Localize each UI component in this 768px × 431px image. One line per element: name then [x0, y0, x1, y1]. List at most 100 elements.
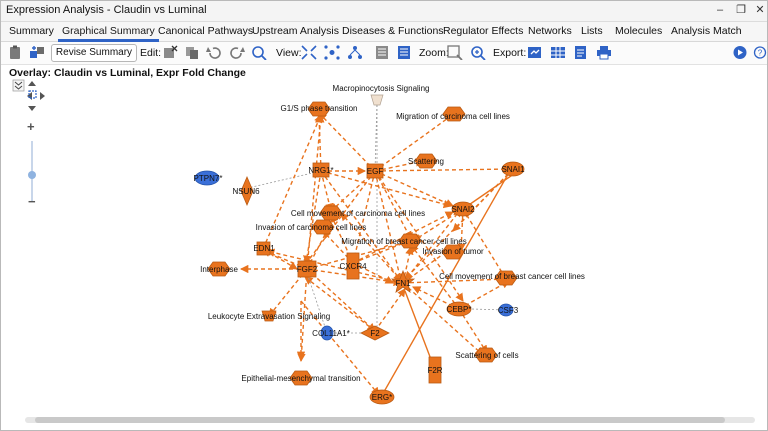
minimize-button[interactable]: –	[716, 4, 724, 16]
list-view-icon[interactable]	[374, 45, 390, 60]
network-graph[interactable]: Macropinocytosis Signaling G1/S phase tr…	[1, 81, 767, 419]
pan-down-icon[interactable]	[28, 106, 36, 111]
node-edn1[interactable]: EDN1	[253, 241, 275, 256]
navigation-controls	[12, 79, 45, 111]
network-layout-icon[interactable]	[324, 45, 340, 60]
tab-graphical-summary[interactable]: Graphical Summary	[58, 22, 159, 42]
clipboard-icon[interactable]	[7, 45, 23, 60]
zoom-in-icon[interactable]	[470, 45, 486, 60]
node-cell-movement-carcinoma[interactable]: Cell movement of carcinoma cell lines	[291, 205, 425, 221]
svg-text:SNAI1: SNAI1	[501, 165, 525, 174]
node-migration-breast[interactable]: Migration of breast cancer cell lines	[341, 233, 467, 249]
select-region-icon[interactable]	[28, 90, 37, 99]
undo-icon[interactable]	[206, 45, 222, 60]
overlay-title: Overlay: Claudin vs Luminal, Expr Fold C…	[9, 67, 246, 79]
pan-up-icon[interactable]	[28, 81, 36, 86]
zoom-slider-handle[interactable]	[28, 171, 36, 179]
copy-icon[interactable]	[184, 45, 200, 60]
tab-molecules[interactable]: Molecules	[615, 25, 663, 37]
zoom-search-icon[interactable]	[251, 45, 267, 60]
zoom-fit-icon[interactable]	[447, 45, 463, 60]
view-label: View:	[276, 47, 302, 59]
svg-text:Invasion of tumor: Invasion of tumor	[422, 247, 484, 256]
node-fgf2[interactable]: FGF2	[297, 260, 318, 278]
node-cebp[interactable]: CEBP*	[447, 301, 472, 317]
delete-icon[interactable]	[162, 45, 178, 60]
node-nrg1[interactable]: NRG1*	[308, 162, 334, 178]
node-invasion-tumor[interactable]: Invasion of tumor	[422, 244, 484, 260]
svg-text:FN1: FN1	[395, 279, 411, 288]
node-snai1[interactable]: SNAI1	[501, 161, 525, 177]
svg-text:Macropinocytosis Signaling: Macropinocytosis Signaling	[333, 84, 430, 93]
collapse-panel-icon[interactable]	[12, 79, 25, 92]
export-image-icon[interactable]	[527, 45, 543, 60]
maximize-button[interactable]: ❐	[736, 4, 746, 16]
node-cxcr4[interactable]: CXCR4	[339, 252, 367, 280]
node-egf[interactable]: EGF	[366, 163, 384, 179]
tab-regulator-effects[interactable]: Regulator Effects	[443, 25, 524, 37]
tab-networks[interactable]: Networks	[528, 25, 572, 37]
tab-canonical-pathways[interactable]: Canonical Pathways	[158, 25, 254, 37]
hierarchy-layout-icon[interactable]	[347, 45, 363, 60]
svg-text:F2: F2	[370, 329, 380, 338]
svg-text:Invasion of carcinoma cell lin: Invasion of carcinoma cell lines	[256, 223, 367, 232]
scrollbar-thumb[interactable]	[35, 417, 725, 423]
horizontal-scrollbar[interactable]	[25, 417, 755, 423]
zoom-in-control[interactable]: +	[27, 119, 35, 134]
svg-text:G1/S phase transition: G1/S phase transition	[281, 104, 358, 113]
svg-text:CEBP*: CEBP*	[447, 305, 472, 314]
print-icon[interactable]	[596, 45, 612, 60]
svg-text:EDN1: EDN1	[253, 244, 275, 253]
node-g1s-phase[interactable]: G1/S phase transition	[281, 101, 358, 117]
svg-text:Leukocyte Extravasation Signal: Leukocyte Extravasation Signaling	[208, 312, 330, 321]
node-migration-carcinoma[interactable]: Migration of carcinoma cell lines	[396, 106, 510, 122]
node-nsun6[interactable]: NSUN6	[232, 175, 260, 207]
export-pdf-icon[interactable]	[573, 45, 589, 60]
svg-text:NSUN6: NSUN6	[232, 187, 260, 196]
svg-text:FGF2: FGF2	[297, 265, 318, 274]
zoom-out-control[interactable]: −	[28, 194, 36, 209]
add-molecules-icon[interactable]	[29, 45, 45, 60]
svg-text:Scattering of cells: Scattering of cells	[455, 351, 518, 360]
tab-diseases-functions[interactable]: Diseases & Functions	[342, 25, 444, 37]
tab-upstream-analysis[interactable]: Upstream Analysis	[252, 25, 339, 37]
node-f2[interactable]: F2	[360, 325, 390, 341]
node-erg[interactable]: ERG*	[369, 389, 395, 405]
node-scattering-of-cells[interactable]: Scattering of cells	[455, 347, 519, 363]
node-macropinocytosis[interactable]: Macropinocytosis Signaling	[333, 84, 430, 106]
node-leukocyte-extravasation[interactable]: Leukocyte Extravasation Signaling	[208, 310, 330, 322]
svg-text:?: ?	[758, 49, 763, 58]
svg-text:Interphase: Interphase	[200, 265, 238, 274]
redo-icon[interactable]	[229, 45, 245, 60]
node-ptpn7[interactable]: PTPN7*	[194, 170, 223, 186]
node-invasion-carcinoma[interactable]: Invasion of carcinoma cell lines	[256, 219, 367, 235]
node-f2r[interactable]: F2R	[427, 356, 443, 384]
svg-text:Migration of breast cancer cel: Migration of breast cancer cell lines	[341, 237, 466, 246]
svg-text:Migration of carcinoma cell li: Migration of carcinoma cell lines	[396, 112, 510, 121]
node-emt[interactable]: Epithelial-mesenchymal transition	[241, 370, 361, 386]
table-view-icon[interactable]	[396, 45, 412, 60]
node-fn1[interactable]: FN1	[390, 269, 416, 293]
node-interphase[interactable]: Interphase	[200, 261, 238, 277]
node-scattering[interactable]: Scattering	[408, 153, 444, 169]
node-col11a1[interactable]: COL11A1*	[312, 325, 350, 341]
pan-right-icon[interactable]	[40, 92, 45, 100]
node-cell-movement-breast[interactable]: Cell movement of breast cancer cell line…	[439, 270, 585, 286]
svg-text:CSF3: CSF3	[498, 306, 519, 315]
tab-summary[interactable]: Summary	[9, 25, 54, 37]
svg-text:Cell movement of breast cancer: Cell movement of breast cancer cell line…	[439, 272, 585, 281]
toolbar: Revise Summary Edit: View:	[1, 42, 767, 65]
node-snai2[interactable]: SNAI2	[451, 201, 475, 217]
node-csf3[interactable]: CSF3	[498, 303, 519, 317]
close-button[interactable]: ✕	[755, 4, 765, 16]
svg-text:NRG1*: NRG1*	[308, 166, 333, 175]
tab-analysis-match[interactable]: Analysis Match	[671, 25, 742, 37]
fit-view-icon[interactable]	[301, 45, 317, 60]
svg-text:PTPN7*: PTPN7*	[194, 174, 223, 183]
export-table-icon[interactable]	[550, 45, 566, 60]
play-icon[interactable]	[732, 45, 748, 60]
revise-summary-button[interactable]: Revise Summary	[51, 44, 137, 62]
help-icon[interactable]: ?	[752, 45, 767, 60]
tab-lists[interactable]: Lists	[581, 25, 603, 37]
